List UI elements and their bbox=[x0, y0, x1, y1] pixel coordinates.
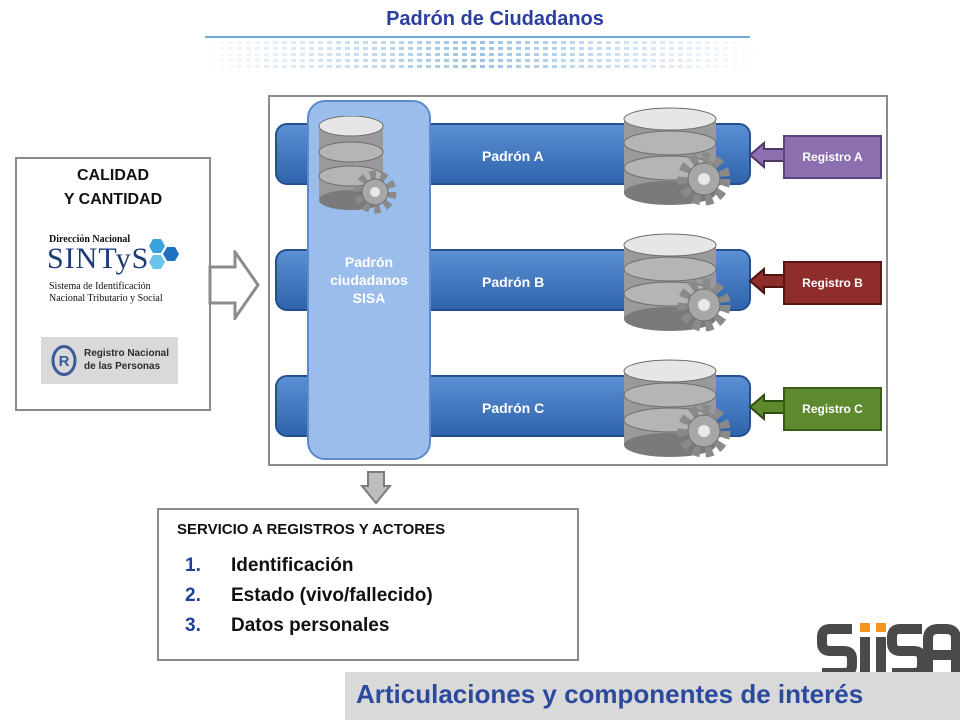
registro-b-box: Registro B bbox=[783, 261, 882, 305]
service-item-number: 1. bbox=[185, 555, 201, 576]
footer-banner: Articulaciones y componentes de interés bbox=[345, 672, 960, 720]
quality-line1: CALIDAD bbox=[77, 167, 149, 184]
sintys-hexagon-icon bbox=[149, 239, 179, 269]
renaper-line1: Registro Nacional bbox=[84, 348, 170, 359]
renaper-emblem-icon: R bbox=[51, 345, 77, 376]
page-title: Padrón de Ciudadanos bbox=[386, 8, 604, 30]
registro-a-box: Registro A bbox=[783, 135, 882, 179]
sintys-desc-line2: Nacional Tributario y Social bbox=[49, 293, 163, 304]
sintys-name: SINTyS bbox=[47, 242, 150, 275]
sintys-desc-line1: Sistema de Identificación bbox=[49, 281, 151, 292]
arrow-left-b-icon bbox=[748, 267, 786, 295]
central-label-line1: Padrón bbox=[344, 254, 394, 270]
arrow-left-c-icon bbox=[748, 393, 786, 421]
service-title: SERVICIO A REGISTROS Y ACTORES bbox=[177, 521, 446, 538]
registro-a-label: Registro A bbox=[802, 150, 863, 164]
service-panel: SERVICIO A REGISTROS Y ACTORES 1. Identif… bbox=[157, 508, 579, 661]
siisa-logo bbox=[817, 623, 960, 678]
padron-label-b: Padrón B bbox=[482, 274, 545, 290]
service-item: 3. Datos personales bbox=[185, 615, 389, 637]
registro-b-label: Registro B bbox=[802, 276, 863, 290]
sintys-logo: Dirección Nacional SINTyS Sistema de Ide… bbox=[47, 234, 187, 314]
database-c-icon bbox=[623, 359, 731, 458]
service-item-number: 2. bbox=[185, 585, 201, 606]
title-underline bbox=[205, 36, 750, 38]
quality-line2: Y CANTIDAD bbox=[63, 191, 163, 208]
svg-text:R: R bbox=[59, 353, 70, 370]
database-b-icon bbox=[623, 233, 731, 332]
renaper-line2: de las Personas bbox=[84, 361, 161, 372]
arrow-left-a-icon bbox=[748, 141, 786, 169]
central-padron-column: Padrón ciudadanos SISA bbox=[307, 100, 431, 460]
service-item-text: Datos personales bbox=[231, 615, 390, 636]
service-item: 1. Identificación bbox=[185, 555, 353, 577]
service-item-text: Estado (vivo/fallecido) bbox=[231, 585, 433, 606]
service-item-text: Identificación bbox=[231, 555, 354, 576]
database-a-icon bbox=[623, 107, 731, 206]
central-label-line2: ciudadanos bbox=[330, 272, 408, 288]
padron-label-c: Padrón C bbox=[482, 400, 545, 416]
padron-label-a: Padrón A bbox=[482, 148, 544, 164]
footer-title: Articulaciones y componentes de interés bbox=[356, 679, 864, 709]
decorative-dots bbox=[200, 40, 760, 70]
padron-diagram: Padrón A Padrón B Padrón C Padrón ciudad… bbox=[268, 95, 888, 466]
flow-arrow-right-icon bbox=[208, 250, 260, 320]
central-label-line3: SISA bbox=[352, 290, 386, 306]
flow-arrow-down-icon bbox=[360, 471, 392, 505]
renaper-logo: R Registro Nacional de las Personas bbox=[41, 337, 178, 384]
quality-panel: CALIDAD Y CANTIDAD Dirección Nacional SI… bbox=[15, 157, 211, 411]
registro-c-box: Registro C bbox=[783, 387, 882, 431]
service-item-number: 3. bbox=[185, 615, 201, 636]
registro-c-label: Registro C bbox=[802, 402, 863, 416]
database-gear-icon bbox=[318, 116, 397, 214]
service-item: 2. Estado (vivo/fallecido) bbox=[185, 585, 433, 607]
sintys-top-text: Dirección Nacional bbox=[49, 234, 131, 245]
